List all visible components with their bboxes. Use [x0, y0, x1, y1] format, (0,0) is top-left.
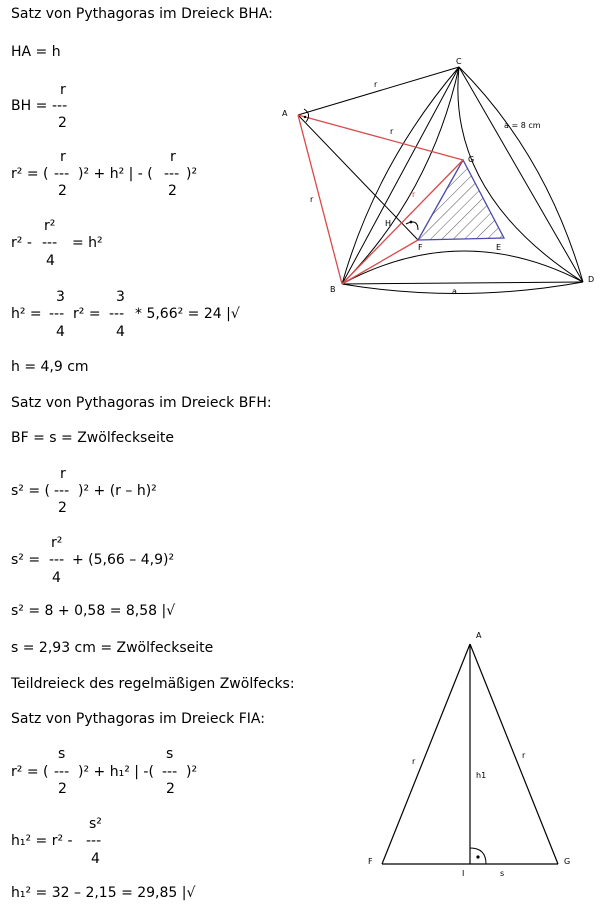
arc-lens-cd-2: [458, 66, 584, 283]
side-cd: [458, 66, 584, 283]
equation-h: h = 4,9 cm: [11, 359, 89, 375]
equation-bf: BF = s = Zwölfeckseite: [11, 430, 174, 446]
arc-lens-bc-2: [341, 66, 460, 285]
equation-h1-result: h₁² = 32 – 2,15 = 29,85 |√: [11, 885, 196, 901]
figure-triangle-construction: A B C D E F G H a r r r r a = 8 cm: [282, 57, 594, 296]
label-r-left2: r: [412, 757, 416, 766]
label-A: A: [282, 109, 288, 118]
arc-lens-bd-1: [341, 250, 584, 285]
hatched-triangle: [416, 158, 506, 241]
label-h1: h1: [476, 771, 486, 780]
side-bd: [341, 281, 584, 285]
arc-lens-cd-1: [457, 66, 584, 283]
section2-heading: Satz von Pythagoras im Dreieck BFH:: [11, 395, 272, 411]
right-angle-h: [405, 221, 419, 231]
equation-ha: HA = h: [11, 44, 61, 60]
label-D: D: [588, 275, 594, 284]
label-I2: I: [462, 869, 464, 878]
side-ag: [469, 643, 559, 865]
red-bf: [341, 239, 419, 285]
section3-heading: Teildreieck des regelmäßigen Zwölfecks:: [11, 676, 295, 692]
right-angle-i: [469, 847, 487, 865]
right-angle-dot-i: [476, 855, 480, 859]
arc-lens-bc-1: [341, 66, 460, 285]
equation-s2-result: s² = 8 + 0,58 = 8,58 |√: [11, 603, 176, 619]
red-ab: [297, 114, 343, 285]
angle-dot-a: [303, 115, 307, 119]
section4-heading: Satz von Pythagoras im Dreieck FIA:: [11, 711, 265, 727]
angle-mark-a: [303, 108, 310, 123]
label-r-top: r: [374, 80, 378, 89]
arc-lens-bd-2: [341, 281, 584, 294]
label-C: C: [456, 57, 462, 66]
side-bc: [341, 66, 460, 285]
label-r-red: r: [412, 190, 416, 199]
label-G: G: [468, 155, 474, 164]
right-angle-dot-h: [409, 220, 413, 224]
red-bg: [341, 159, 464, 285]
label-G2: G: [564, 857, 570, 866]
red-ag: [297, 114, 464, 161]
side-af: [381, 643, 471, 865]
label-F2: F: [368, 857, 373, 866]
label-r-right2: r: [522, 751, 526, 760]
segment-ac: [297, 66, 460, 116]
segment-ah: [297, 114, 419, 241]
figure-triangle-fia: A F G I r r h1 s: [368, 631, 570, 878]
equation-s: s = 2,93 cm = Zwölfeckseite: [11, 640, 214, 656]
label-r-mid: r: [390, 127, 394, 136]
label-F: F: [418, 243, 423, 252]
label-A2: A: [476, 631, 482, 640]
label-B: B: [330, 285, 336, 294]
label-s: s: [500, 869, 504, 878]
label-a: a: [452, 287, 457, 296]
label-r-left: r: [310, 195, 314, 204]
label-H: H: [385, 219, 391, 228]
label-E: E: [496, 243, 501, 252]
section1-heading: Satz von Pythagoras im Dreieck BHA:: [11, 6, 273, 22]
label-side-a: a = 8 cm: [504, 121, 541, 130]
